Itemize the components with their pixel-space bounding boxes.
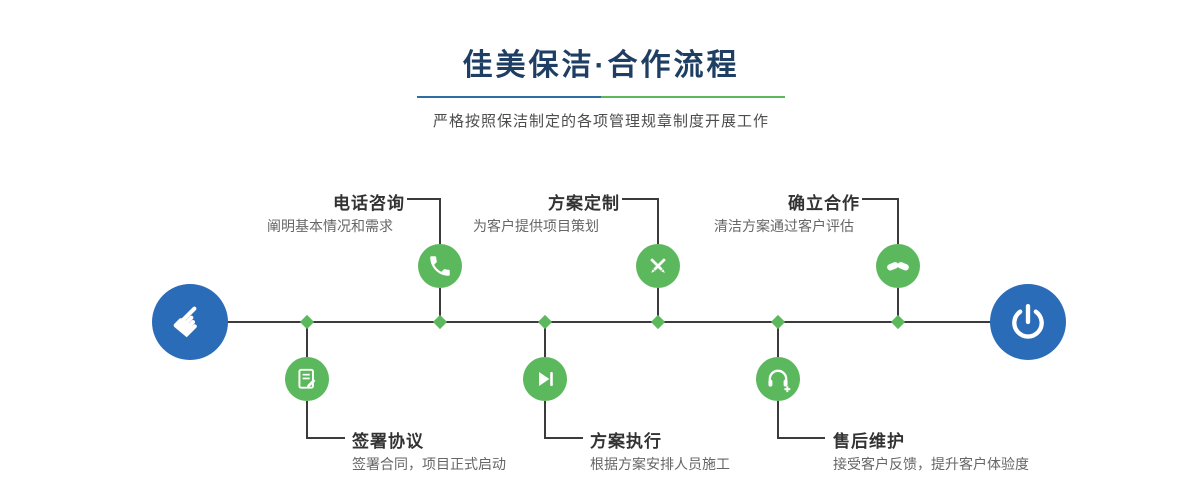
- play-next-icon: [539, 371, 553, 387]
- step-node-design: [636, 244, 680, 288]
- headset-plus-icon: [768, 369, 791, 393]
- title-divider: [417, 96, 785, 98]
- step-desc-design: 为客户提供项目策划: [473, 218, 599, 234]
- timeline-end-node: [990, 284, 1066, 360]
- elbow-connector: [862, 198, 899, 200]
- step-label-sign: 签署协议: [352, 432, 424, 451]
- step-node-phone: [418, 244, 462, 288]
- step-desc-aftersale: 接受客户反馈，提升客户体验度: [833, 456, 1029, 472]
- timeline-node-diamond: [299, 314, 315, 330]
- timeline-node-diamond: [890, 314, 906, 330]
- power-icon: [1012, 304, 1044, 339]
- drop-connector: [544, 323, 546, 357]
- step-node-aftersale: [756, 357, 800, 401]
- elbow-connector: [657, 198, 659, 244]
- elbow-connector: [777, 437, 825, 439]
- drop-connector: [306, 323, 308, 357]
- step-node-sign: [285, 357, 329, 401]
- pencil-ruler-icon: [650, 258, 666, 273]
- drop-connector: [439, 288, 441, 321]
- elbow-connector: [306, 401, 308, 437]
- phone-icon: [430, 256, 450, 276]
- timeline-node-diamond: [537, 314, 553, 330]
- step-desc-phone: 阐明基本情况和需求: [267, 218, 393, 234]
- step-node-cooperation: [876, 244, 920, 288]
- step-label-execute: 方案执行: [590, 432, 662, 451]
- drop-connector: [657, 288, 659, 321]
- step-label-design: 方案定制: [548, 194, 620, 213]
- step-label-phone: 电话咨询: [333, 194, 405, 213]
- elbow-connector: [897, 198, 899, 244]
- elbow-connector: [622, 198, 659, 200]
- document-pen-icon: [298, 368, 316, 389]
- page-title: 佳美保洁·合作流程: [462, 49, 740, 82]
- page-subtitle: 严格按照保洁制定的各项管理规章制度开展工作: [432, 113, 769, 130]
- step-desc-sign: 签署合同，项目正式启动: [352, 456, 506, 472]
- drop-connector: [897, 288, 899, 321]
- elbow-connector: [777, 401, 779, 437]
- drop-connector: [777, 323, 779, 357]
- step-node-execute: [523, 357, 567, 401]
- step-label-cooperation: 确立合作: [788, 194, 860, 213]
- timeline-node-diamond: [650, 314, 666, 330]
- step-desc-execute: 根据方案安排人员施工: [590, 456, 730, 472]
- timeline-node-diamond: [770, 314, 786, 330]
- handshake-icon: [887, 262, 909, 271]
- timeline-line: [190, 321, 1028, 323]
- elbow-connector: [407, 198, 441, 200]
- elbow-connector: [544, 437, 583, 439]
- elbow-connector: [544, 401, 546, 437]
- step-label-aftersale: 售后维护: [833, 432, 905, 451]
- hand-pointer-icon: ☛: [161, 293, 219, 351]
- timeline-node-diamond: [432, 314, 448, 330]
- step-desc-cooperation: 清洁方案通过客户评估: [714, 218, 854, 234]
- elbow-connector: [439, 198, 441, 244]
- elbow-connector: [306, 437, 345, 439]
- timeline-start-node: ☛: [152, 284, 228, 360]
